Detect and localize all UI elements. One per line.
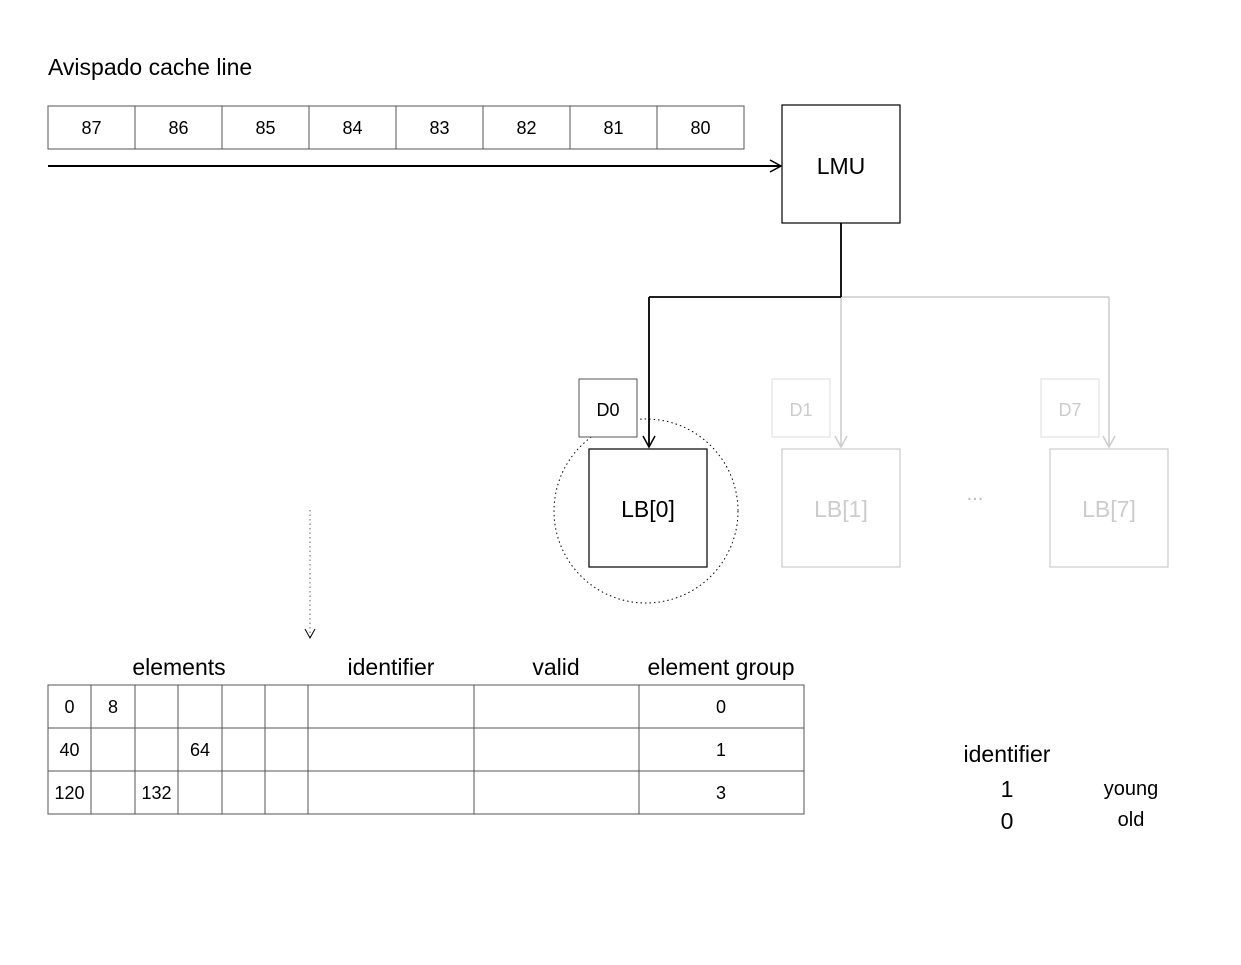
element-group-cell-value: 1 xyxy=(716,740,726,760)
cache-line-cell-label: 83 xyxy=(429,118,449,138)
lmu-distribution-lines xyxy=(642,223,1116,449)
element-group-cell xyxy=(638,684,805,729)
cache-line-cell xyxy=(395,105,484,150)
element-cell xyxy=(90,727,136,772)
lb7-data-label: D7 xyxy=(1058,400,1081,420)
legend-value-young: 1 xyxy=(1001,776,1014,802)
valid-cell xyxy=(473,770,640,815)
cache-line-cell-label: 81 xyxy=(603,118,623,138)
lmu-label: LMU xyxy=(817,153,866,179)
cache-line-cell-label: 86 xyxy=(168,118,188,138)
diagram-title: Avispado cache line xyxy=(48,54,252,80)
legend-value-old: 0 xyxy=(1001,808,1014,834)
lmu-box xyxy=(781,104,901,224)
element-group-cell xyxy=(638,727,805,772)
lb0-data-box xyxy=(578,378,638,438)
valid-cell xyxy=(473,684,640,729)
cache-line-cell xyxy=(569,105,658,150)
cache-line-cell xyxy=(656,105,745,150)
line-buffer-0: D0 LB[0] xyxy=(578,378,708,568)
line-buffer-table: 0 8 0 40 64 1 120 132 3 xyxy=(47,684,805,815)
element-cell-value: 0 xyxy=(64,697,74,717)
element-cell-value: 120 xyxy=(54,783,84,803)
identifier-cell xyxy=(307,770,475,815)
lb7-data-box xyxy=(1040,378,1100,438)
lb7-label: LB[7] xyxy=(1082,496,1136,522)
element-group-cell-value: 3 xyxy=(716,783,726,803)
element-cell xyxy=(221,770,266,815)
element-group-cell-value: 0 xyxy=(716,697,726,717)
element-cell-value: 40 xyxy=(59,740,79,760)
element-group-cell xyxy=(638,770,805,815)
line-buffer-1: D1 LB[1] xyxy=(771,378,901,568)
lb1-data-box xyxy=(771,378,831,438)
cache-line-cell-label: 85 xyxy=(255,118,275,138)
cache-line-cell-label: 82 xyxy=(516,118,536,138)
element-cell-value: 64 xyxy=(190,740,210,760)
element-cell xyxy=(264,770,309,815)
element-cell xyxy=(264,684,309,729)
legend-meaning-old: old xyxy=(1118,809,1145,831)
lb0-data-label: D0 xyxy=(596,400,619,420)
identifier-cell xyxy=(307,727,475,772)
cache-line-cell xyxy=(221,105,310,150)
lb0-highlight-circle xyxy=(553,418,739,604)
element-cell xyxy=(90,770,136,815)
element-cell xyxy=(90,684,136,729)
identifier-cell xyxy=(307,684,475,729)
element-cell xyxy=(134,770,179,815)
element-cell xyxy=(47,684,92,729)
element-cell xyxy=(221,727,266,772)
identifier-legend: identifier 1 young 0 old xyxy=(964,741,1159,834)
element-cell xyxy=(47,727,92,772)
lb1-data-label: D1 xyxy=(789,400,812,420)
table-header-elements: elements xyxy=(132,654,225,680)
legend-meaning-young: young xyxy=(1104,778,1159,800)
cache-line-cell xyxy=(47,105,136,150)
cache-line-cell-label: 87 xyxy=(81,118,101,138)
lb7-box xyxy=(1049,448,1169,568)
lb1-box xyxy=(781,448,901,568)
cache-line: 87 86 85 84 83 82 81 80 xyxy=(47,105,745,150)
element-cell-value: 8 xyxy=(108,697,118,717)
element-cell xyxy=(177,727,223,772)
cache-line-cell xyxy=(134,105,223,150)
line-buffer-7: D7 LB[7] xyxy=(1040,378,1169,568)
element-cell xyxy=(134,727,179,772)
legend-title: identifier xyxy=(964,741,1051,767)
cache-line-cell xyxy=(482,105,571,150)
lb0-label: LB[0] xyxy=(621,496,675,522)
element-cell xyxy=(221,684,266,729)
table-header-valid: valid xyxy=(532,654,579,680)
lb1-label: LB[1] xyxy=(814,496,868,522)
element-cell-value: 132 xyxy=(141,783,171,803)
element-cell xyxy=(177,770,223,815)
element-cell xyxy=(264,727,309,772)
valid-cell xyxy=(473,727,640,772)
table-header-element-group: element group xyxy=(647,654,794,680)
cache-line-cell-label: 84 xyxy=(342,118,362,138)
cache-line-cell-label: 80 xyxy=(690,118,710,138)
element-cell xyxy=(177,684,223,729)
line-buffer-ellipsis: ... xyxy=(967,483,984,505)
table-header-identifier: identifier xyxy=(348,654,435,680)
element-cell xyxy=(134,684,179,729)
lb0-box xyxy=(588,448,708,568)
